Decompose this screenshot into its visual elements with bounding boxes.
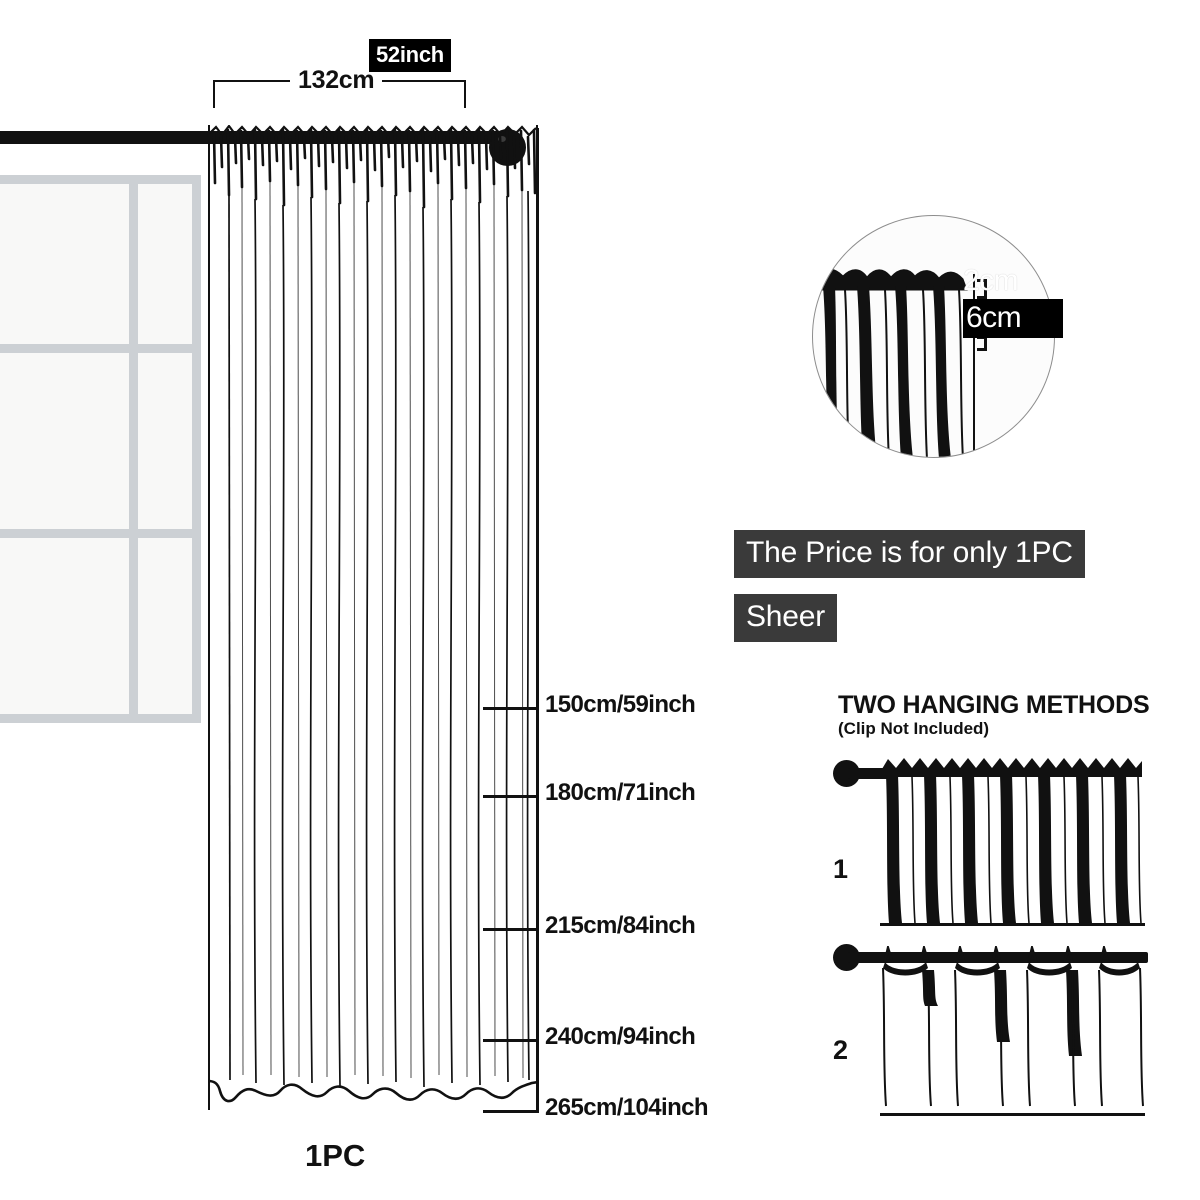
method-2-curtain-with-clips bbox=[880, 946, 1145, 1111]
method-2-number: 2 bbox=[833, 1035, 849, 1065]
clip-rings bbox=[883, 946, 1110, 963]
method-1-baseline bbox=[880, 923, 1145, 926]
price-notice-banner: The Price is for only 1PC bbox=[734, 530, 1085, 578]
height-tick-label-1: 180cm/71inch bbox=[545, 779, 696, 806]
method-1-curtain bbox=[880, 755, 1145, 930]
height-tick-2 bbox=[483, 928, 538, 931]
zoom-label-6cm: 6cm bbox=[963, 299, 1063, 338]
curtain-bottom-hem bbox=[208, 1075, 538, 1115]
height-tick-label-2: 215cm/84inch bbox=[545, 912, 696, 939]
width-inch-badge: 52inch bbox=[369, 39, 451, 72]
hanging-methods-subtitle: (Clip Not Included) bbox=[838, 719, 990, 738]
window-mullion-horizontal-bottom bbox=[0, 529, 192, 538]
window-illustration bbox=[0, 175, 201, 723]
hanging-methods-title: TWO HANGING METHODS bbox=[838, 691, 1150, 719]
height-tick-1 bbox=[483, 795, 538, 798]
zoom-detail-edge-line bbox=[973, 274, 975, 457]
height-tick-4 bbox=[483, 1110, 538, 1113]
window-mullion-vertical bbox=[129, 184, 138, 714]
piece-count-label: 1PC bbox=[305, 1138, 366, 1173]
height-tick-label-3: 240cm/94inch bbox=[545, 1023, 696, 1050]
fabric-type-banner: Sheer bbox=[734, 594, 838, 642]
window-mullion-horizontal-top bbox=[0, 344, 192, 353]
curtain-panel-pleats bbox=[208, 125, 538, 1110]
method-1-rod bbox=[848, 768, 898, 779]
height-tick-label-0: 150cm/59inch bbox=[545, 691, 696, 718]
method-1-number: 1 bbox=[833, 854, 849, 884]
curtain-rod-bracket bbox=[466, 134, 496, 144]
width-cm-label: 132cm bbox=[290, 66, 383, 95]
height-tick-label-4: 265cm/104inch bbox=[545, 1094, 709, 1121]
method-2-baseline bbox=[880, 1113, 1145, 1116]
height-tick-3 bbox=[483, 1039, 538, 1042]
height-tick-0 bbox=[483, 707, 538, 710]
height-reference-line bbox=[536, 128, 539, 1113]
zoom-label-2cm: 2cm bbox=[963, 264, 1019, 297]
